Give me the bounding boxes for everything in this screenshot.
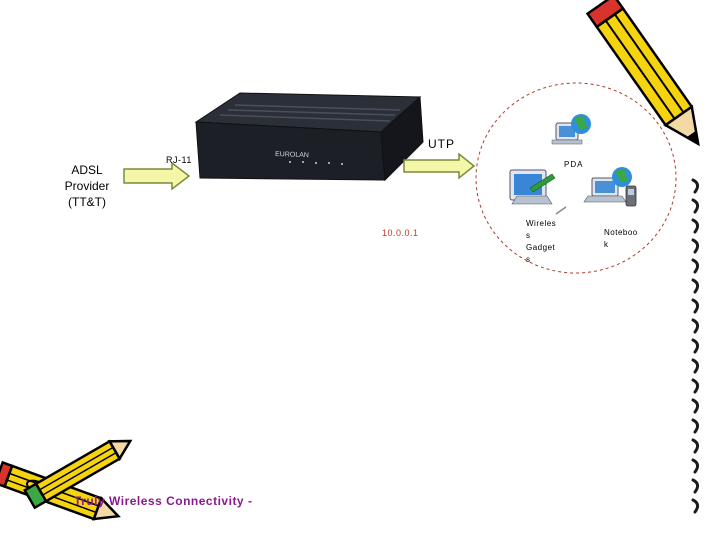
wireless-gadgets-label: Wireles s Gadget s	[526, 219, 557, 264]
pda-label: PDA	[564, 160, 584, 169]
footer-title: Truly Wireless Connectivity -	[74, 494, 253, 508]
svg-text:EUROLAN: EUROLAN	[275, 151, 309, 159]
notebook-label: Noteboo k	[604, 228, 638, 249]
wireless-gadget-icon	[509, 169, 567, 215]
utp-arrow-icon	[403, 152, 476, 180]
adsl-provider-label: ADSL Provider (TT&T)	[64, 163, 110, 209]
ip-address-label: 10.0.0.1	[382, 228, 419, 238]
adsl-arrow-icon	[123, 161, 191, 191]
notebook-icon	[583, 167, 637, 207]
pda-globe-icon	[551, 114, 591, 145]
wireless-zone-circle	[475, 82, 677, 274]
notebook-binding-icon	[691, 178, 700, 514]
pencils-icon	[0, 439, 133, 521]
pencil-icon	[585, 0, 700, 147]
rj11-label: RJ-11	[166, 155, 192, 165]
modem-icon: EUROLAN	[194, 92, 424, 182]
utp-label: UTP	[428, 137, 455, 151]
